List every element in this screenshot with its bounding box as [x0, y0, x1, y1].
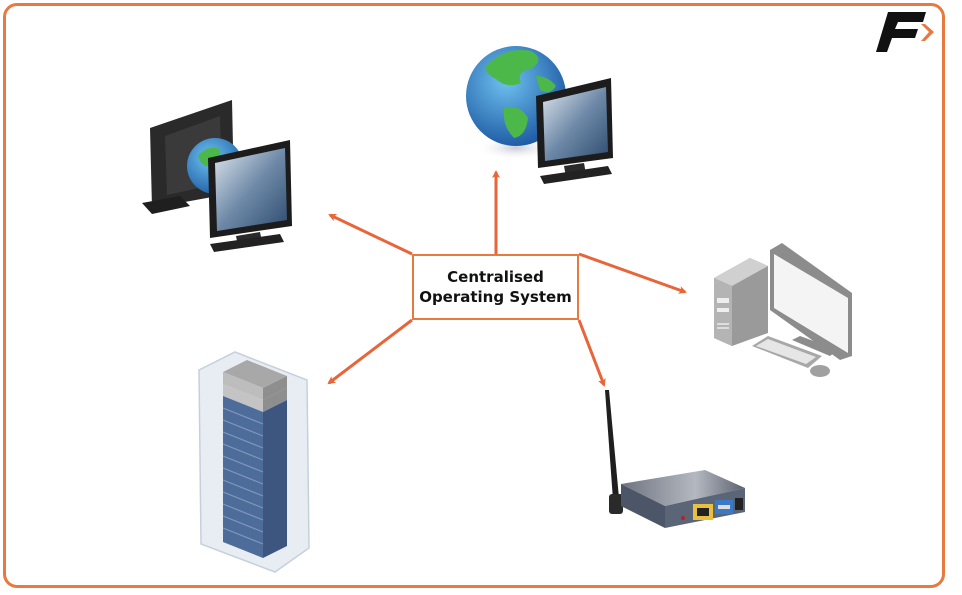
arrow-to-remote-desktop [328, 213, 413, 256]
center-node-line1: Centralised [447, 268, 544, 286]
server-rack-icon [198, 351, 310, 573]
desktop-computer-icon [714, 243, 852, 377]
globe-monitor-icon [466, 46, 613, 184]
arrow-to-desktop-pc [578, 252, 687, 294]
diagram-frame [3, 3, 945, 588]
arrow-to-server-rack [327, 318, 413, 385]
center-node-line2: Operating System [419, 288, 572, 306]
arrow-to-wireless-router [577, 319, 606, 387]
centralised-os-node: Centralised Operating System [412, 254, 579, 320]
remote-desktop-icon [142, 100, 292, 252]
f-logo-icon [876, 12, 934, 52]
wireless-router-icon [605, 390, 745, 528]
